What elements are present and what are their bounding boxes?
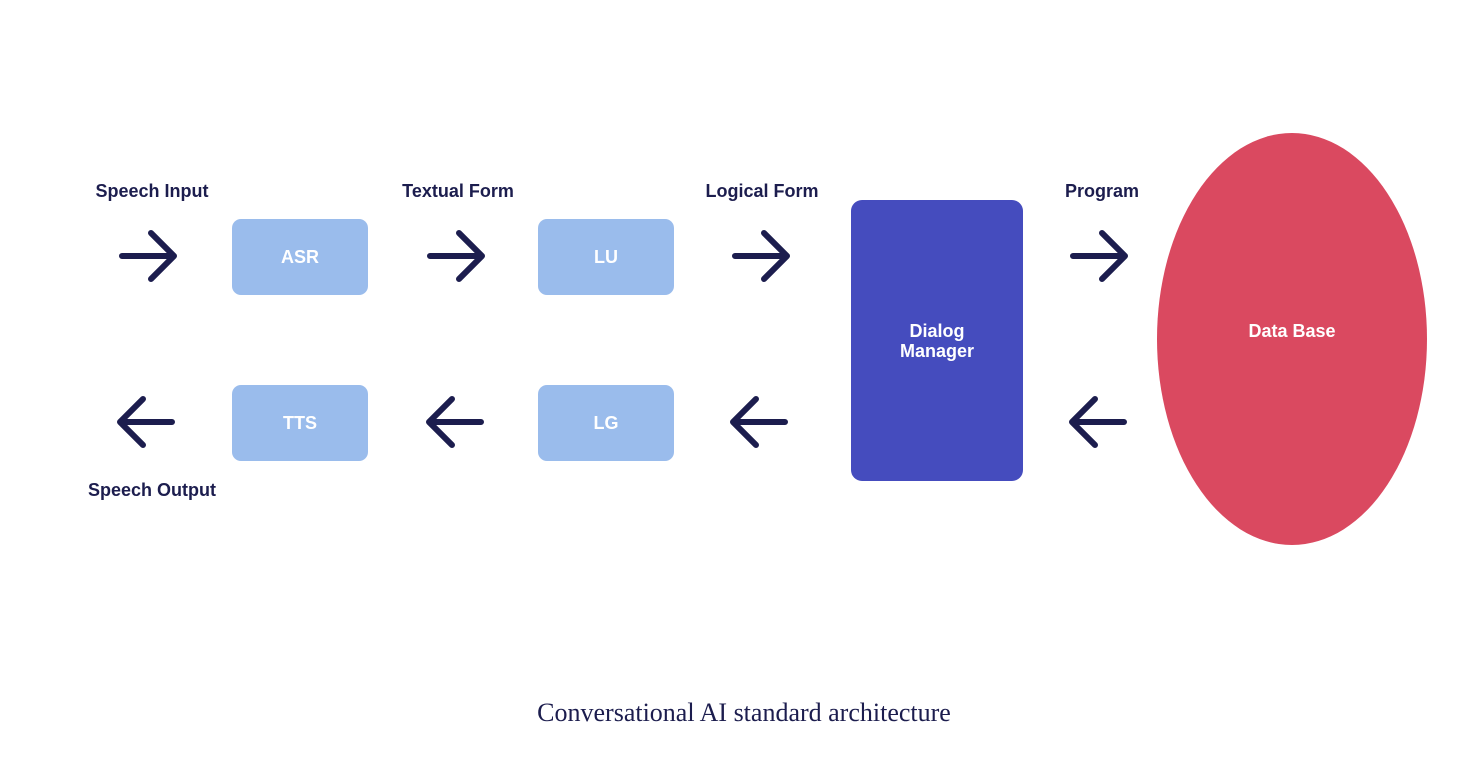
- lu-box: LU: [538, 219, 674, 295]
- arrow-right-icon: [1069, 225, 1131, 287]
- lg-label: LG: [593, 412, 619, 433]
- database-ellipse: Data Base: [1157, 133, 1427, 545]
- lg-box: LG: [538, 385, 674, 461]
- figure-caption: Conversational AI standard architecture: [537, 698, 951, 727]
- asr-box: ASR: [232, 219, 368, 295]
- arrow-left-icon: [114, 391, 176, 453]
- label-program: Program: [1064, 181, 1140, 201]
- arrow-right-icon: [118, 225, 180, 287]
- label-speech-output: Speech Output: [87, 480, 217, 500]
- arrow-right-icon: [426, 225, 488, 287]
- dialog-manager-box: Dialog Manager: [851, 200, 1023, 481]
- arrow-left-icon: [1066, 391, 1128, 453]
- label-speech-input: Speech Input: [95, 181, 209, 201]
- database-label: Data Base: [1248, 320, 1336, 341]
- dialog-manager-label: Dialog Manager: [899, 320, 975, 361]
- tts-label: TTS: [283, 412, 317, 433]
- label-logical-form: Logical Form: [705, 181, 819, 201]
- arrow-left-icon: [423, 391, 485, 453]
- lu-label: LU: [594, 246, 618, 267]
- asr-label: ASR: [280, 246, 319, 267]
- label-textual-form: Textual Form: [402, 181, 514, 201]
- arrow-left-icon: [727, 391, 789, 453]
- arrow-right-icon: [731, 225, 793, 287]
- tts-box: TTS: [232, 385, 368, 461]
